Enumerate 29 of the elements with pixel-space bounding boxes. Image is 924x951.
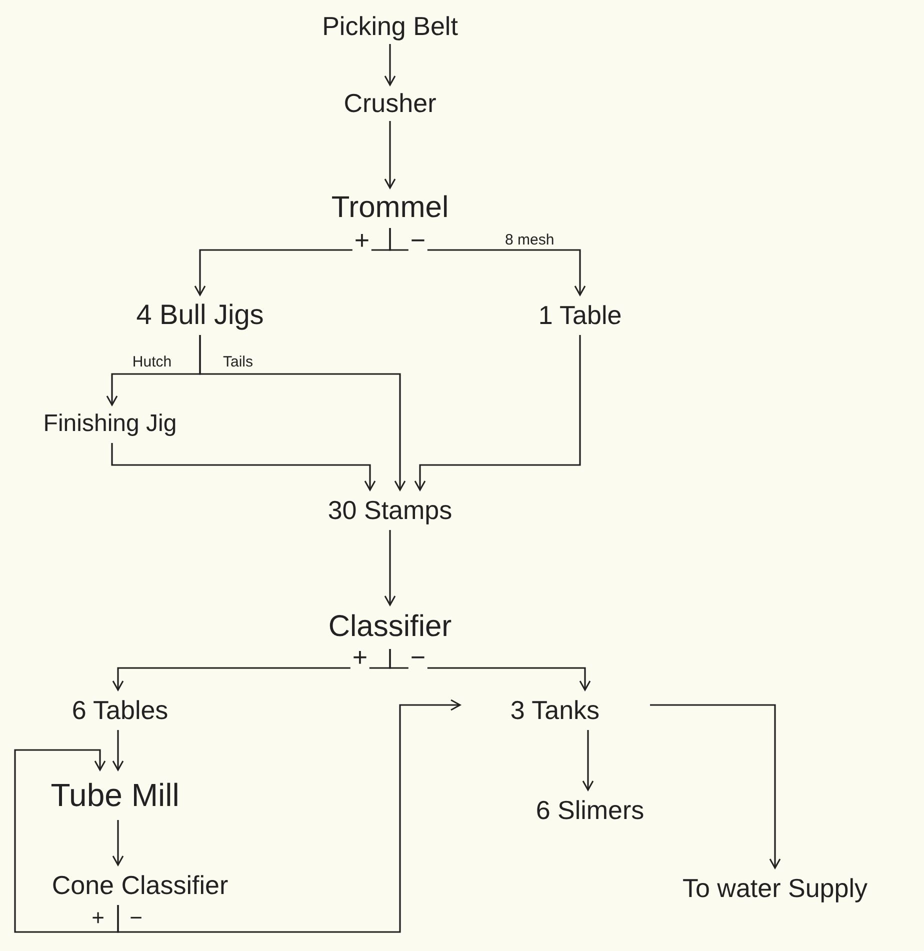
flow-arrow (384, 121, 396, 189)
flow-arrow (384, 530, 396, 606)
flow-arrow (389, 649, 591, 691)
flow-arrow (414, 335, 581, 491)
stage-label: Picking Belt (300, 8, 480, 44)
stage-label: 30 Stamps (300, 490, 480, 530)
stage-label: Crusher (300, 85, 480, 121)
flow-arrow (111, 443, 376, 491)
flow-arrow (117, 699, 461, 933)
stage-label: 3 Tanks (460, 690, 650, 730)
flow-arrow (650, 704, 781, 869)
stage-label: To water Supply (640, 868, 910, 908)
stage-label: Finishing Jig (15, 405, 205, 443)
flow-arrow (389, 228, 586, 296)
flow-arrow (199, 335, 406, 491)
flow-arrow (384, 44, 396, 86)
flow-arrow (112, 820, 124, 866)
flow-arrow (112, 730, 124, 771)
stage-label: Trommel (320, 188, 460, 228)
stage-label: 6 Tables (20, 690, 220, 730)
stage-label: 4 Bull Jigs (115, 295, 285, 335)
edge-label: Tails (221, 354, 255, 370)
flow-arrow (14, 749, 119, 933)
stage-label: Cone Classifier (30, 865, 250, 905)
stage-label: 1 Table (520, 295, 640, 335)
flow-arrow (582, 730, 594, 791)
mesh-note: 8 mesh (505, 232, 554, 248)
stage-label: 6 Slimers (480, 790, 700, 830)
stage-label: Tube Mill (30, 770, 200, 820)
